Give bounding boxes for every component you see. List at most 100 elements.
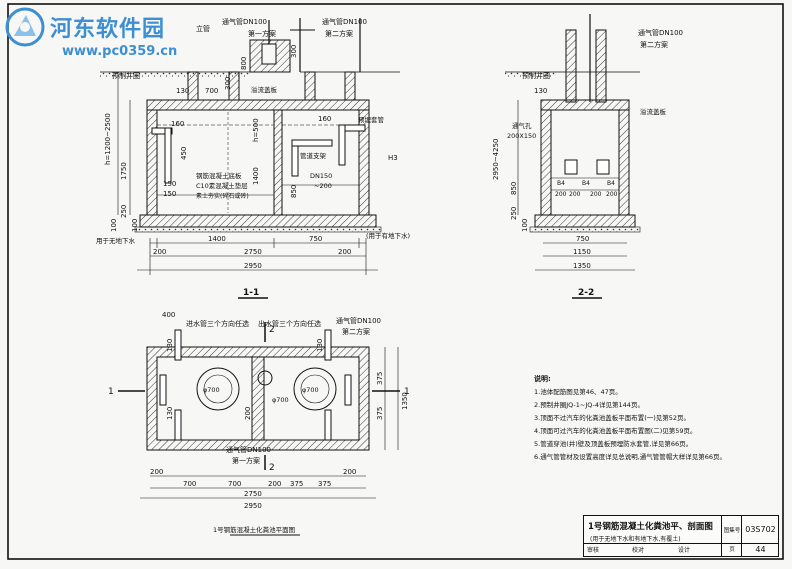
dim: 450 bbox=[180, 147, 188, 160]
pipe-support-label: 管道支架 bbox=[300, 151, 327, 160]
baffle-wall bbox=[273, 109, 283, 216]
option-1-plan: 第一方案 bbox=[232, 456, 260, 465]
diameter-label: φ700 bbox=[203, 386, 220, 394]
plan-view: 进水管三个方向任选 出水管三个方向任选 通气管DN100 第二方案 通气管DN1… bbox=[108, 311, 410, 536]
precast-well-label: 预制井圈 bbox=[112, 71, 140, 80]
note-item: 1.池体配筋图见第46、47页。 bbox=[534, 388, 622, 396]
dn150-label: DN150 bbox=[310, 172, 332, 180]
dim: 375 bbox=[290, 480, 303, 488]
note-item: 4.顶面可过汽车的化粪池盖板平面布置图(二)见第59页。 bbox=[534, 427, 697, 435]
dim: 160 bbox=[171, 120, 184, 128]
dim: 1400 bbox=[208, 235, 226, 243]
dim: 850 bbox=[290, 185, 298, 198]
atlas-number: 03S702 bbox=[741, 516, 779, 543]
vent-bottom-label: 通气管DN100 bbox=[226, 445, 271, 454]
plan-manhole-right bbox=[293, 367, 337, 411]
sign-design: 设计 bbox=[678, 547, 691, 554]
dim: 2950 bbox=[244, 262, 262, 270]
h-range-label: h=1200~2500 bbox=[104, 113, 112, 165]
dim: 400 bbox=[162, 311, 175, 319]
dim: 2750 bbox=[244, 490, 262, 498]
vent-pipe-label: 通气管DN100 bbox=[222, 17, 267, 26]
dim: 200 bbox=[268, 480, 281, 488]
dim: 250 bbox=[120, 205, 128, 218]
sign-check: 校对 bbox=[632, 547, 645, 554]
dim: 1350 bbox=[573, 262, 591, 270]
tank-floor bbox=[139, 214, 377, 228]
plan-caption: 1号钢筋混凝土化粪池平面图 bbox=[213, 525, 295, 534]
dim: 2750 bbox=[244, 248, 262, 256]
vent-pipe-2-2: 通气管DN100 bbox=[638, 28, 683, 37]
overflow-slab-2-2: 溢流盖板 bbox=[640, 107, 667, 116]
b4-label: B4 bbox=[582, 180, 590, 187]
note-item: 3.顶面不过汽车的化粪池盖板平面布置(一)见第52页。 bbox=[534, 414, 691, 422]
note-item: 6.通气管管材及设置高度详见总说明,通气管管帽大样详见第66页。 bbox=[534, 453, 727, 461]
right-note: (用于有地下水) bbox=[366, 231, 410, 240]
dim: 1400 bbox=[252, 167, 260, 185]
riser-label: 立管 bbox=[196, 24, 210, 33]
dim: h=500 bbox=[252, 118, 260, 142]
dim: 2950 bbox=[244, 502, 262, 510]
inlet-label: 进水管三个方向任选 bbox=[186, 319, 249, 328]
dim: 100 bbox=[131, 219, 139, 232]
overflow-slab-label: 溢流盖板 bbox=[251, 85, 278, 94]
section-mark: 2 bbox=[269, 463, 275, 473]
dim: 200 bbox=[590, 191, 602, 198]
dim: 200 bbox=[150, 468, 163, 476]
dim: 750 bbox=[576, 235, 589, 243]
dim: 1350 bbox=[401, 392, 409, 410]
dim: 200 bbox=[569, 191, 581, 198]
section-2-2-roof bbox=[540, 99, 630, 111]
section-1-1: 立管 通气管DN100 第一方案 通气管DN100 第二方案 预制井圈 溢流盖板… bbox=[96, 17, 410, 299]
drawing-subtitle: (用于无地下水和有地下水,有覆土) bbox=[590, 536, 681, 543]
dim: 160 bbox=[318, 115, 331, 123]
h3-label: H3 bbox=[388, 154, 398, 162]
dim: 750 bbox=[309, 235, 322, 243]
atlas-label: 图集号 bbox=[721, 516, 742, 543]
note-item: 2.预制井圈JQ-1~JQ-4详见第144页。 bbox=[534, 401, 644, 409]
precast-well-left bbox=[187, 71, 199, 101]
page-number: 44 bbox=[741, 544, 779, 556]
title-block: 1号钢筋混凝土化粪池平、剖面图 (用于无地下水和有地下水,有覆土) 图集号 03… bbox=[583, 515, 779, 557]
dim: 130 bbox=[534, 87, 547, 95]
vent-pipe-alt-label: 通气管DN100 bbox=[322, 17, 367, 26]
watermark-url: www.pc0359.cn bbox=[62, 44, 178, 59]
notes-heading: 说明: bbox=[534, 375, 551, 383]
dim: 200 bbox=[153, 248, 166, 256]
dim: 700 bbox=[205, 87, 218, 95]
option-1-label: 第一方案 bbox=[248, 29, 276, 38]
section-1-1-caption: 1-1 bbox=[243, 288, 259, 298]
dim: 100 bbox=[521, 219, 529, 232]
dim: 130 bbox=[166, 339, 174, 352]
dim: 200 bbox=[343, 468, 356, 476]
watermark-title: 河东软件园 bbox=[50, 17, 166, 42]
dim: 1150 bbox=[573, 248, 591, 256]
section-2-2: 通气管DN100 第二方案 预制井圈 溢流盖板 通气孔 200X150 2950… bbox=[492, 14, 683, 299]
dim: 300 bbox=[224, 77, 232, 90]
dim: 850 bbox=[510, 182, 518, 195]
dim: 200 bbox=[606, 191, 618, 198]
notes-block: 说明: 1.池体配筋图见第46、47页。 2.预制井圈JQ-1~JQ-4详见第1… bbox=[534, 373, 774, 464]
slab-note-3: 素土夯实(碎石或砖) bbox=[196, 192, 249, 200]
sheet-border bbox=[7, 3, 784, 560]
watermark-logo-icon bbox=[5, 7, 45, 47]
b4-label: B4 bbox=[607, 180, 615, 187]
dim: 300 bbox=[290, 45, 298, 58]
dim: 375 bbox=[318, 480, 331, 488]
tank-left-wall bbox=[146, 109, 158, 216]
section-mark: 2 bbox=[269, 325, 275, 335]
dn150-len-label: ~200 bbox=[314, 182, 332, 190]
outlet-label: 出水管三个方向任选 bbox=[258, 319, 321, 328]
page-label: 页 bbox=[721, 544, 742, 556]
left-note: 用于无地下水 bbox=[96, 236, 136, 245]
option-2-label: 第二方案 bbox=[325, 29, 353, 38]
plan-manhole-left bbox=[196, 367, 240, 411]
precast-pipe-label: 预埋套管 bbox=[358, 115, 385, 124]
precast-well-2-2: 预制井圈 bbox=[522, 71, 550, 80]
dim: 100 bbox=[110, 219, 118, 232]
dim: 130 bbox=[166, 407, 174, 420]
vent-top-label: 通气管DN100 bbox=[336, 316, 381, 325]
drawing-title: 1号钢筋混凝土化粪池平、剖面图 bbox=[588, 522, 713, 532]
dim: 1750 bbox=[120, 162, 128, 180]
